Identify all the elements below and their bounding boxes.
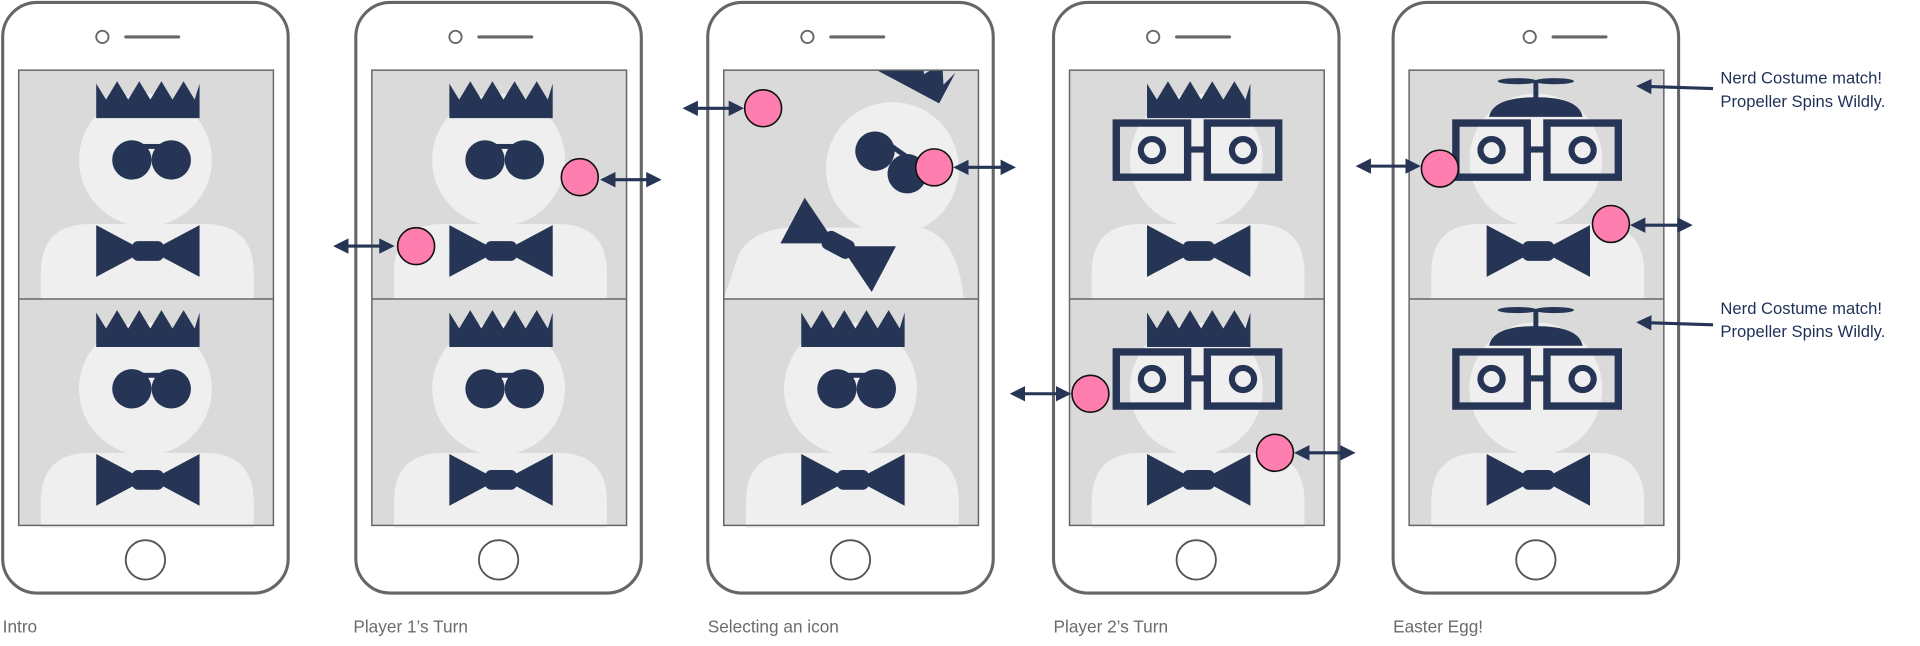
step-label: Selecting an icon xyxy=(708,616,839,636)
panel-bottom xyxy=(1409,299,1664,528)
panel-top xyxy=(1409,70,1664,300)
panel-top xyxy=(1069,70,1325,300)
home-button[interactable] xyxy=(1175,539,1217,581)
step-label: Player 1’s Turn xyxy=(353,616,468,636)
camera-icon xyxy=(1146,29,1161,44)
panel-top xyxy=(18,70,274,300)
phone-player-1-turn: Player 1’s Turn xyxy=(353,0,643,636)
touch-point[interactable] xyxy=(1591,204,1631,244)
home-button[interactable] xyxy=(1515,539,1557,581)
home-button[interactable] xyxy=(124,539,167,581)
touch-point[interactable] xyxy=(1420,149,1460,188)
touch-point[interactable] xyxy=(1071,374,1110,414)
step-label: Easter Egg! xyxy=(1393,616,1483,636)
annotation-line-1: Nerd Costume match! xyxy=(1720,69,1882,88)
step-label: Player 2’s Turn xyxy=(1054,616,1169,636)
annotation-line-1: Nerd Costume match! xyxy=(1720,299,1882,318)
annotation-line-2: Propeller Spins Wildly. xyxy=(1720,322,1885,341)
annotation-arrow xyxy=(1636,315,1714,331)
panel-bottom xyxy=(723,299,979,528)
phone-intro: Intro xyxy=(1,0,290,636)
touch-point[interactable] xyxy=(1255,433,1295,473)
panel-bottom xyxy=(371,299,627,528)
panel-bottom xyxy=(1069,299,1325,528)
panel-bottom xyxy=(18,299,274,528)
camera-icon xyxy=(1522,29,1537,44)
step-label: Intro xyxy=(3,616,37,636)
camera-icon xyxy=(95,29,110,44)
touch-point[interactable] xyxy=(914,148,954,187)
phone-player-2-turn: Player 2’s Turn xyxy=(1051,0,1341,636)
touch-markers xyxy=(333,100,1693,461)
home-button[interactable] xyxy=(829,539,872,581)
camera-icon xyxy=(448,29,463,44)
home-button[interactable] xyxy=(477,539,520,581)
camera-icon xyxy=(800,29,815,44)
annotation-arrow xyxy=(1636,78,1714,95)
touch-point[interactable] xyxy=(560,157,600,197)
phone-easter-egg: Easter Egg! xyxy=(1391,0,1681,636)
annotation-line-2: Propeller Spins Wildly. xyxy=(1720,92,1885,111)
touch-point[interactable] xyxy=(396,226,436,266)
touch-point[interactable] xyxy=(743,89,783,128)
